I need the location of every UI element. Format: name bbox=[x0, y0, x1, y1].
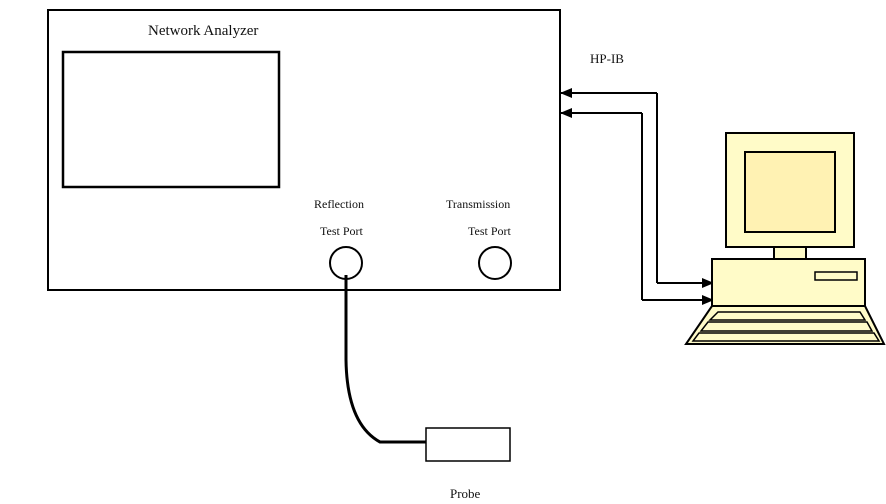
computer-keyboard bbox=[684, 305, 886, 345]
computer-monitor-screen bbox=[744, 151, 836, 233]
analyzer-chassis bbox=[47, 9, 561, 291]
computer-system-unit bbox=[711, 258, 866, 307]
analyzer-display-screen bbox=[61, 50, 281, 189]
transmission-test-port bbox=[478, 246, 512, 280]
computer-keyboard-row-1 bbox=[708, 311, 867, 321]
hp-ib-bus bbox=[560, 88, 714, 305]
transmission-label: Transmission bbox=[446, 197, 511, 211]
computer-keyboard-row-2 bbox=[699, 321, 874, 332]
computer-arrowhead-upper bbox=[702, 278, 714, 288]
probe-cable bbox=[344, 275, 426, 444]
probe-body bbox=[425, 427, 511, 462]
probe-label: Probe bbox=[450, 486, 481, 501]
hp-ib-arrowhead-lower bbox=[560, 108, 572, 118]
desktop-computer-icon bbox=[684, 132, 886, 345]
analyzer-title: Network Analyzer bbox=[148, 23, 259, 39]
computer-arrowhead-lower bbox=[702, 295, 714, 305]
computer-keyboard-row-3 bbox=[691, 332, 881, 342]
network-analyzer bbox=[47, 9, 561, 291]
computer-monitor-stand bbox=[773, 246, 807, 260]
reflection-label: Reflection bbox=[314, 197, 364, 211]
hp-ib-arrowhead-upper bbox=[560, 88, 572, 98]
reflection-test-port bbox=[329, 246, 363, 280]
hp-ib-label: HP-IB bbox=[590, 51, 624, 66]
transmission-port-label: Test Port bbox=[468, 224, 511, 238]
reflection-port-label: Test Port bbox=[320, 224, 363, 238]
computer-drive-slot bbox=[814, 271, 858, 281]
